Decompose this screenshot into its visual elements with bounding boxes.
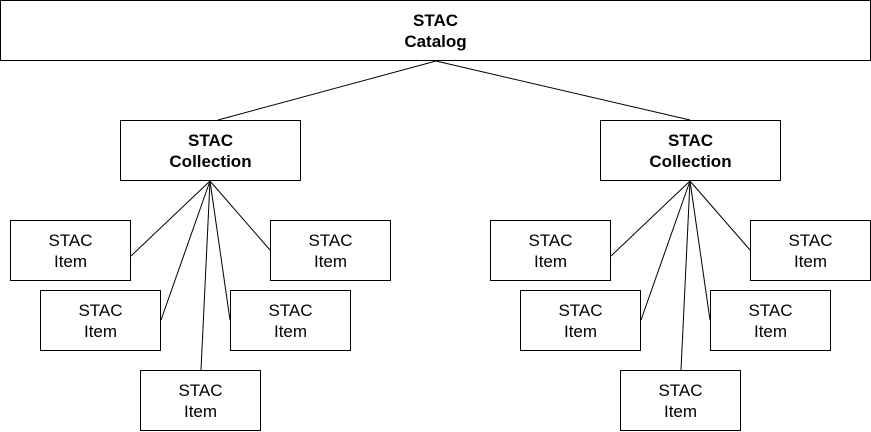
node-label-line2: Collection — [169, 151, 252, 171]
stac-item-node[interactable]: STAC Item — [10, 220, 131, 281]
node-label-line2: Collection — [649, 151, 732, 171]
node-label-line1: STAC — [178, 380, 223, 400]
node-label-line1: STAC — [667, 130, 713, 150]
stac-item-node[interactable]: STAC Item — [520, 290, 641, 351]
stac-item-node[interactable]: STAC Item — [40, 290, 161, 351]
node-label-line2: Item — [793, 251, 828, 271]
node-label-line1: STAC — [748, 300, 793, 320]
node-label-line1: STAC — [412, 10, 458, 30]
connector-collection-left-item-4 — [209, 180, 231, 321]
node-label-line1: STAC — [528, 230, 573, 250]
node-label-line2: Item — [83, 321, 118, 341]
node-label-line1: STAC — [658, 380, 703, 400]
node-label-line1: STAC — [187, 130, 233, 150]
connector-collection-left-item-5 — [209, 180, 271, 251]
node-label-line1: STAC — [268, 300, 313, 320]
connector-collection-right-item-5 — [689, 180, 751, 251]
stac-collection-node-left[interactable]: STAC Collection — [120, 120, 301, 181]
node-label-line2: Item — [563, 321, 598, 341]
stac-catalog-node[interactable]: STAC Catalog — [0, 0, 871, 61]
node-label-line1: STAC — [558, 300, 603, 320]
node-label-line2: Item — [273, 321, 308, 341]
node-label-line2: Item — [663, 401, 698, 421]
connector-collection-left-item-2 — [160, 180, 211, 321]
connector-collection-right-item-3 — [680, 180, 691, 371]
node-label-line2: Item — [533, 251, 568, 271]
stac-collection-node-right[interactable]: STAC Collection — [600, 120, 781, 181]
stac-item-node[interactable]: STAC Item — [140, 370, 261, 431]
node-label-line2: Catalog — [404, 31, 467, 51]
connector-catalog-collection-left — [217, 60, 437, 121]
stac-item-node[interactable]: STAC Item — [270, 220, 391, 281]
node-label-line2: Item — [313, 251, 348, 271]
connector-collection-right-item-2 — [640, 180, 691, 321]
stac-item-node[interactable]: STAC Item — [620, 370, 741, 431]
connector-catalog-collection-right — [435, 60, 691, 121]
node-label-line1: STAC — [308, 230, 353, 250]
stac-item-node[interactable]: STAC Item — [490, 220, 611, 281]
node-label-line1: STAC — [788, 230, 833, 250]
connector-collection-right-item-4 — [689, 180, 711, 321]
node-label-line1: STAC — [78, 300, 123, 320]
connector-collection-left-item-1 — [130, 180, 211, 257]
connector-collection-left-item-3 — [200, 180, 211, 371]
node-label-line2: Item — [53, 251, 88, 271]
stac-item-node[interactable]: STAC Item — [230, 290, 351, 351]
node-label-line2: Item — [183, 401, 218, 421]
connector-collection-right-item-1 — [610, 180, 691, 257]
node-label-line1: STAC — [48, 230, 93, 250]
node-label-line2: Item — [753, 321, 788, 341]
stac-item-node[interactable]: STAC Item — [750, 220, 871, 281]
stac-item-node[interactable]: STAC Item — [710, 290, 831, 351]
